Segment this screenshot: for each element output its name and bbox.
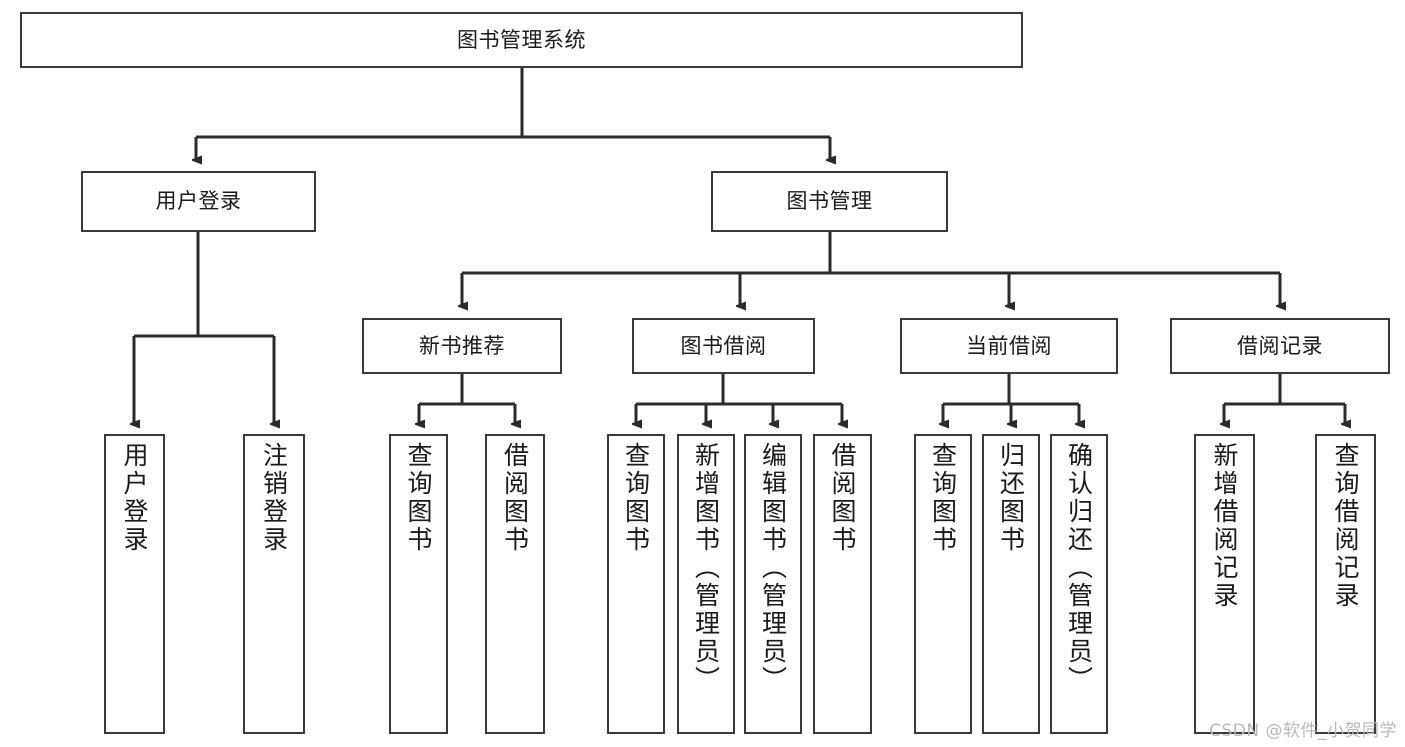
node-book-manage-label: 图书管理 xyxy=(786,189,873,214)
node-leaf-add-book-label: 新增图书（管理员） xyxy=(691,442,721,694)
node-leaf-query-book-3-label: 查询图书 xyxy=(928,442,958,554)
node-leaf-user-login-label: 用户登录 xyxy=(120,442,149,554)
node-leaf-query-record[interactable]: 查询借阅记录 xyxy=(1315,434,1376,734)
node-leaf-return-book-label: 归还图书 xyxy=(996,442,1026,554)
node-book-borrow[interactable]: 图书借阅 xyxy=(632,318,815,374)
node-root-label: 图书管理系统 xyxy=(457,27,586,52)
node-leaf-borrow-book-1-label: 借阅图书 xyxy=(500,442,530,554)
node-leaf-borrow-book-2[interactable]: 借阅图书 xyxy=(813,434,872,734)
node-leaf-add-record-label: 新增借阅记录 xyxy=(1210,442,1239,610)
node-current-borrow[interactable]: 当前借阅 xyxy=(900,318,1118,374)
node-leaf-borrow-book-2-label: 借阅图书 xyxy=(828,442,857,554)
node-leaf-query-book-2[interactable]: 查询图书 xyxy=(607,434,665,734)
node-new-book-recommend[interactable]: 新书推荐 xyxy=(362,318,562,374)
node-root[interactable]: 图书管理系统 xyxy=(20,12,1023,68)
node-leaf-query-record-label: 查询借阅记录 xyxy=(1331,442,1360,610)
node-leaf-logout-label: 注销登录 xyxy=(259,442,289,554)
node-leaf-user-login[interactable]: 用户登录 xyxy=(104,434,165,734)
node-book-borrow-label: 图书借阅 xyxy=(680,333,767,358)
node-user-login[interactable]: 用户登录 xyxy=(81,171,316,232)
node-leaf-edit-book-label: 编辑图书（管理员） xyxy=(758,442,788,694)
node-leaf-borrow-book-1[interactable]: 借阅图书 xyxy=(485,434,545,734)
node-leaf-query-book-3[interactable]: 查询图书 xyxy=(914,434,972,734)
node-book-manage[interactable]: 图书管理 xyxy=(711,171,948,232)
node-leaf-edit-book[interactable]: 编辑图书（管理员） xyxy=(744,434,802,734)
node-leaf-query-book-2-label: 查询图书 xyxy=(621,442,651,554)
node-leaf-confirm-return[interactable]: 确认归还（管理员） xyxy=(1050,434,1108,734)
node-leaf-return-book[interactable]: 归还图书 xyxy=(982,434,1040,734)
node-new-book-recommend-label: 新书推荐 xyxy=(419,333,505,358)
node-user-login-label: 用户登录 xyxy=(155,189,242,214)
node-leaf-logout[interactable]: 注销登录 xyxy=(243,434,305,734)
node-leaf-add-record[interactable]: 新增借阅记录 xyxy=(1194,434,1255,734)
node-leaf-query-book-1[interactable]: 查询图书 xyxy=(389,434,448,734)
node-leaf-query-book-1-label: 查询图书 xyxy=(404,442,433,554)
node-leaf-add-book[interactable]: 新增图书（管理员） xyxy=(677,434,735,734)
node-leaf-confirm-return-label: 确认归还（管理员） xyxy=(1064,442,1094,694)
node-current-borrow-label: 当前借阅 xyxy=(966,333,1052,358)
node-borrow-record[interactable]: 借阅记录 xyxy=(1170,318,1390,374)
node-borrow-record-label: 借阅记录 xyxy=(1237,333,1323,358)
